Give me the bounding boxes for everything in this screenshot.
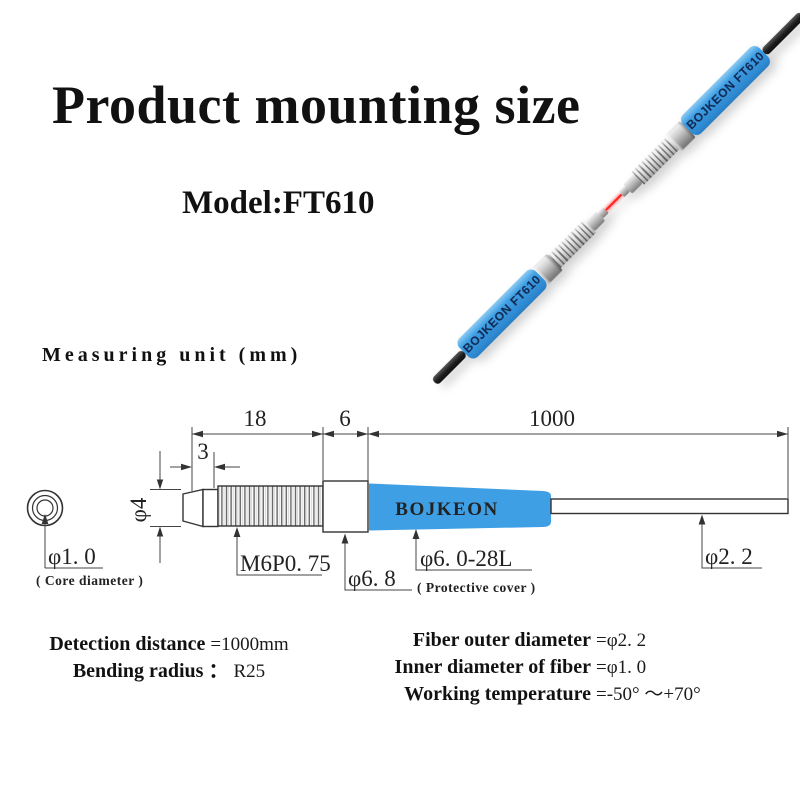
spec-value: =-50° ～+70° (596, 684, 701, 705)
protective-cover (369, 483, 551, 531)
specs-right-column: Fiber outer diameter =φ2. 2 Inner diamet… (368, 627, 718, 708)
fiber-cable-upper (760, 10, 800, 56)
dimension-drawing: BOJKEON φ1. 0 ( Core diameter ) (26, 406, 789, 595)
dim-6-label: 6 (339, 406, 351, 431)
thread-spec-label: M6P0. 75 (240, 551, 331, 576)
thread-spec-callout: M6P0. 75 (233, 527, 331, 576)
cable-diameter-label: φ2. 2 (705, 544, 753, 569)
spec-value: =1000mm (210, 634, 289, 655)
measuring-unit-label: Measuring unit (mm) (42, 344, 302, 366)
spec-detection-distance: Detection distance =1000mm (24, 631, 314, 658)
dim-nut-length: 6 (323, 406, 368, 438)
spec-working-temperature: Working temperature =-50° ～+70° (368, 681, 718, 708)
sensor-nose-tip (182, 488, 204, 528)
nut-diameter-label: φ6. 8 (348, 566, 396, 591)
sleeve-label-text: BOJKEON FT610 (460, 272, 544, 356)
fiber-cable-outline (550, 498, 789, 515)
dim-tip-length: 3 (170, 439, 240, 471)
dim-tip-diameter: φ4 (126, 451, 181, 563)
dim-phi4-label: φ4 (126, 497, 151, 522)
dim-3-label: 3 (197, 439, 209, 464)
threaded-section (217, 485, 324, 527)
page-title: Product mounting size (52, 75, 581, 135)
spec-label: Working temperature (404, 683, 591, 705)
label-sleeve-lower: BOJKEON FT610 (454, 266, 550, 362)
dim-1000-label: 1000 (529, 406, 575, 431)
spec-inner-diameter: Inner diameter of fiber =φ1. 0 (368, 654, 718, 681)
cable-diameter-callout: φ2. 2 (698, 514, 762, 569)
cover-spec-callout: φ6. 0-28L ( Protective cover ) (412, 529, 536, 595)
extension-lines (191, 427, 789, 498)
dim-18-label: 18 (244, 406, 267, 431)
spec-fiber-outer-diameter: Fiber outer diameter =φ2. 2 (368, 627, 718, 654)
core-diameter-callout: φ1. 0 ( Core diameter ) (36, 514, 143, 588)
spec-value: =φ1. 0 (596, 657, 647, 678)
spec-label: Detection distance (49, 633, 206, 655)
spec-label: Inner diameter of fiber (394, 656, 591, 678)
spec-label: Bending radius ： (72, 660, 229, 682)
core-diameter-label: φ1. 0 (48, 544, 96, 569)
nut-diameter-callout: φ6. 8 (341, 533, 412, 591)
sensor-neck (202, 488, 219, 528)
model-label: Model:FT610 (182, 185, 375, 221)
label-sleeve-upper: BOJKEON FT610 (678, 43, 773, 138)
spec-value: =φ2. 2 (596, 630, 647, 651)
spec-value: R25 (233, 661, 266, 682)
dim-cable-length: 1000 (368, 406, 788, 438)
core-diameter-caption: ( Core diameter ) (36, 573, 143, 588)
spec-bending-radius: Bending radius ： R25 (24, 658, 314, 685)
sensor-side-view (182, 480, 789, 533)
brand-on-cover: BOJKEON (395, 499, 498, 520)
nut-section (322, 480, 369, 533)
cover-spec-label: φ6. 0-28L (420, 546, 512, 571)
threaded-body-upper (631, 136, 680, 185)
dim-thread-length: 18 (192, 406, 323, 438)
spec-label: Fiber outer diameter (412, 629, 591, 651)
laser-beam (605, 193, 623, 211)
cover-caption: ( Protective cover ) (417, 580, 536, 595)
threaded-body-lower (547, 219, 597, 269)
sleeve-label-text: BOJKEON FT610 (683, 48, 768, 133)
fiber-cable-lower (430, 348, 468, 386)
product-photo: BOJKEON FT610 BOJKEON FT610 (419, 0, 800, 397)
specs-left-column: Detection distance =1000mm Bending radiu… (24, 631, 314, 685)
